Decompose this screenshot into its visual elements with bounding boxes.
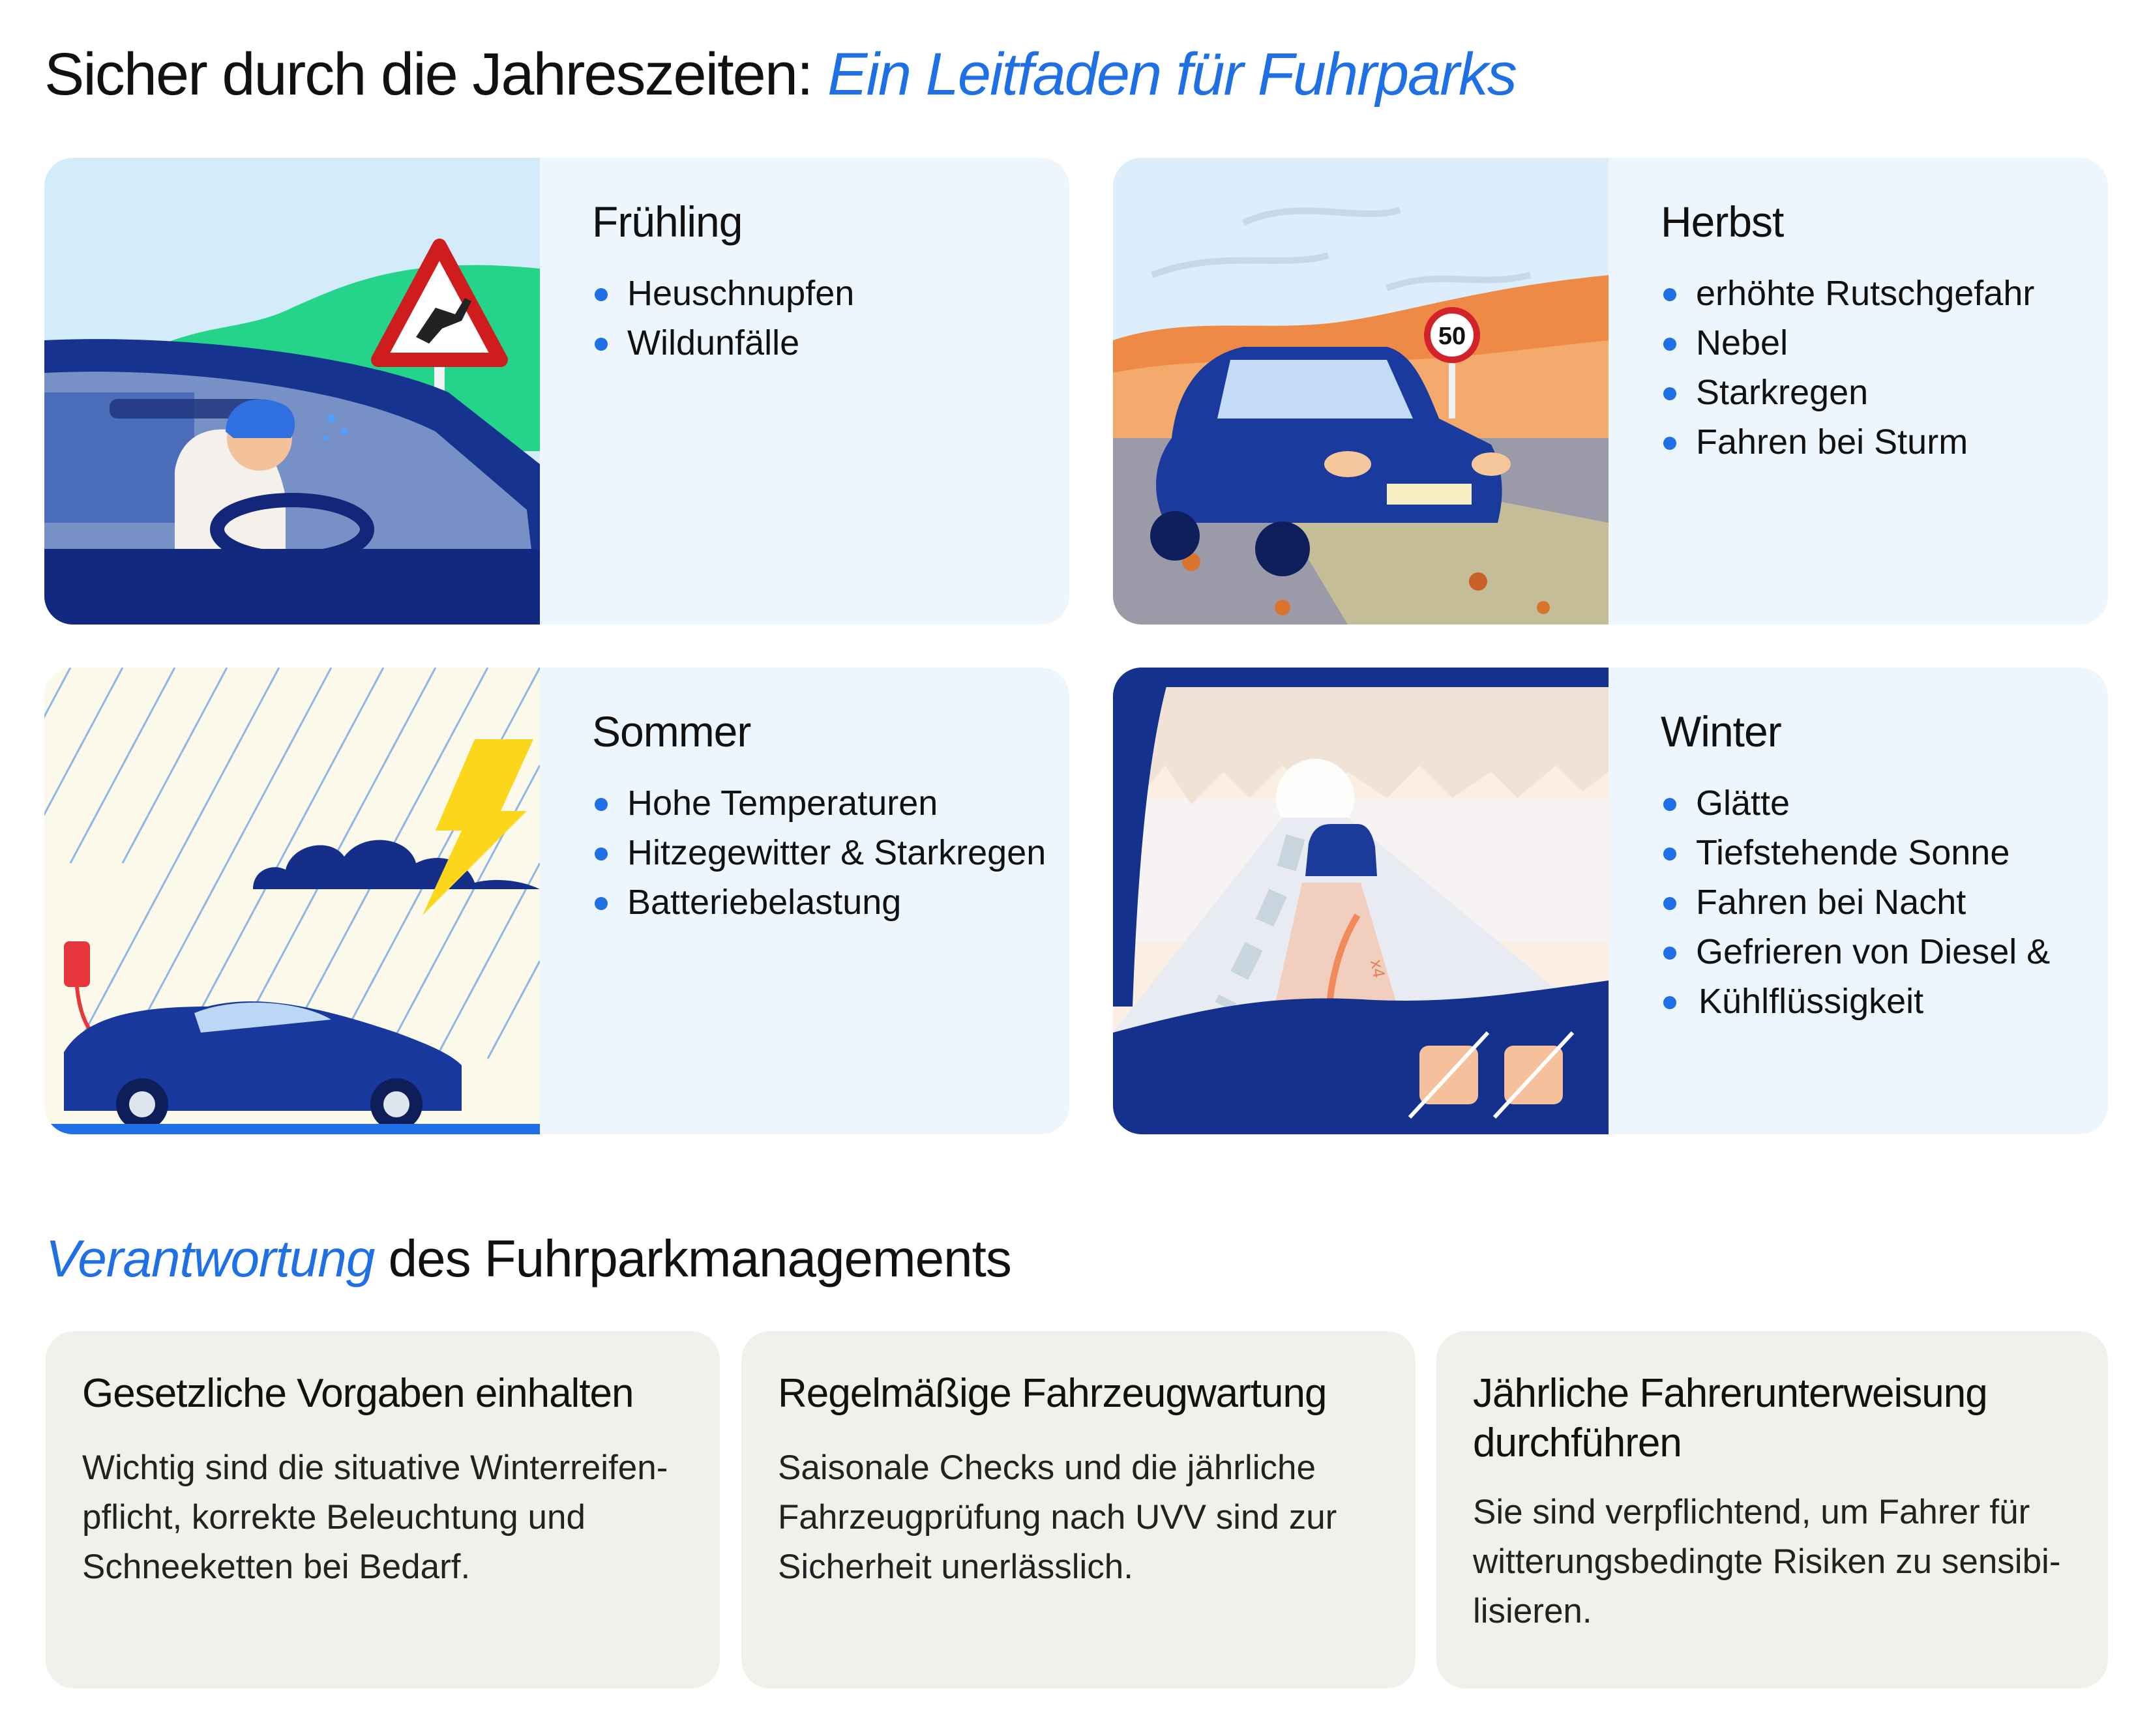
responsibility-title: Gesetzliche Vorgaben einhalten [82,1371,634,1416]
list-item: Starkregen [1661,368,2088,417]
list-item: Nebel [1661,318,2088,368]
list-item: Fahren bei Sturm [1661,417,2088,467]
responsibility-text: Saisonale Checks und die jährliche Fahrz… [778,1449,1337,1586]
season-card-sommer: Sommer Hohe Temperaturen Hitzegewitter &… [44,668,1069,1134]
winter-illustration: x4 [1113,668,1609,1134]
season-title: Herbst [1661,198,1784,246]
list-item: Heuschnupfen [592,269,1050,318]
list-item: Hohe Temperaturen [592,778,1050,828]
season-title: Frühling [592,198,743,246]
season-title: Sommer [592,707,751,756]
list-item: Batteriebelastung [592,877,1050,927]
list-item: Gefrieren von Diesel & [1661,927,2088,977]
page-title: Sicher durch die Jahreszeiten: Ein Leitf… [44,40,1517,109]
season-list: erhöhte Rutschgefahr Nebel Starkregen Fa… [1661,269,2088,467]
season-list: Heuschnupfen Wildunfälle [592,269,1050,368]
season-card-herbst: 50 Herbst erhöhte Rutschgefahr Nebel Sta… [1113,158,2108,625]
speed-limit-sign-icon [1424,307,1480,363]
list-item: Fahren bei Nacht [1661,877,2088,927]
summer-illustration [44,668,540,1134]
season-card-winter: x4 Winter Glätte Tiefstehende Sonne Fahr… [1113,668,2108,1134]
list-item: erhöhte Rutschgefahr [1661,269,2088,318]
responsibility-text: Sie sind verpflichtend, um Fahrer für wi… [1473,1493,2061,1630]
responsibility-text: Wichtig sind die situative Winterreifen-… [82,1449,668,1586]
speed-limit-value: 50 [1438,323,1466,350]
season-list: Hohe Temperaturen Hitzegewitter & Starkr… [592,778,1050,927]
list-item: Glätte [1661,778,2088,828]
spring-illustration [44,158,540,625]
responsibility-title: Regelmäßige Fahrzeugwartung [778,1371,1327,1416]
list-item: Wildunfälle [592,318,1050,368]
responsibility-card-maintenance: Regelmäßige Fahrzeugwartung Saisonale Ch… [741,1331,1416,1688]
winter-marker-label: x4 [1367,958,1389,979]
responsibility-card-legal: Gesetzliche Vorgaben einhalten Wichtig s… [46,1331,720,1688]
subtitle-accent: Verantwortung [46,1229,375,1287]
responsibility-title: Jährliche Fahrerunterweisung durchführen [1473,1371,1988,1465]
autumn-illustration: 50 [1113,158,1609,625]
section-subtitle: Verantwortung des Fuhrparkmanagements [46,1229,1012,1289]
list-item: Tiefstehende Sonne [1661,828,2088,877]
season-list: Glätte Tiefstehende Sonne Fahren bei Nac… [1661,778,2088,1026]
title-main: Sicher durch die Jahreszeiten: [44,41,814,108]
season-card-fruehling: Frühling Heuschnupfen Wildunfälle [44,158,1069,625]
title-accent: Ein Leitfaden für Fuhrparks [827,41,1517,108]
subtitle-main: des Fuhrparkmanagements [388,1229,1012,1287]
responsibility-card-training: Jährliche Fahrerunterweisung durchführen… [1436,1331,2108,1688]
list-item-continuation: Kühlflüssigkeit [1661,977,2088,1026]
season-title: Winter [1661,707,1782,756]
lightning-icon [423,739,533,915]
list-item: Hitzegewitter & Starkregen [592,828,1050,877]
